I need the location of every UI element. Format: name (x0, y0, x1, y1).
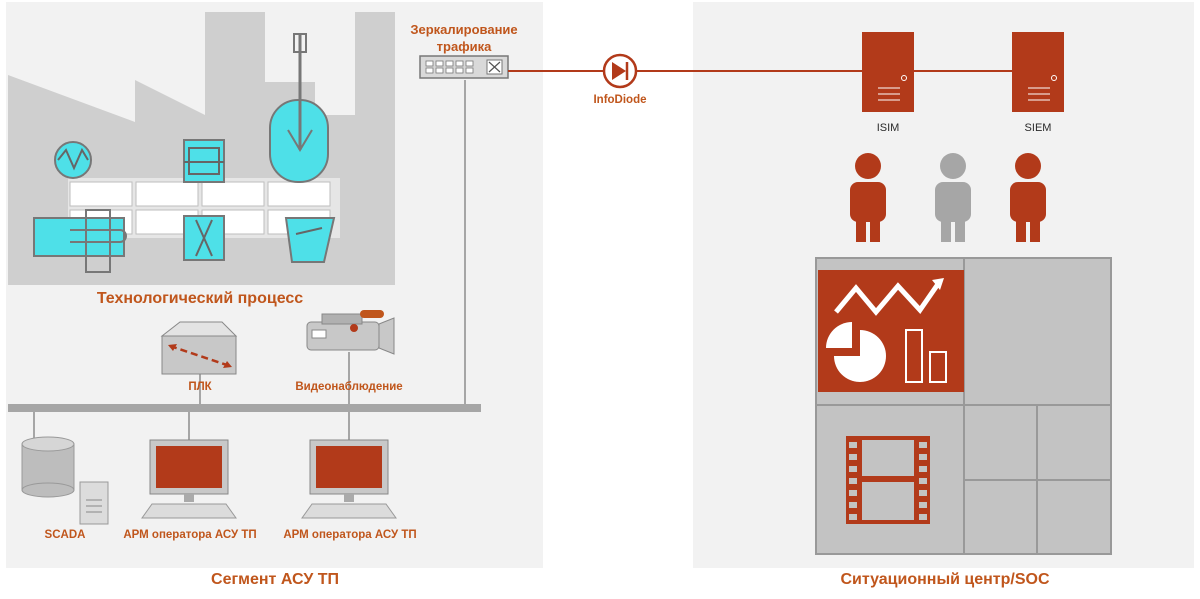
isim-label: ISIM (876, 122, 900, 134)
scada-database-icon (21, 436, 75, 498)
scada-server-icon (79, 481, 109, 525)
operator-workstation-1-icon (141, 439, 237, 519)
operator1-label: АРМ оператора АСУ ТП (123, 529, 257, 541)
siem-server-icon (1012, 32, 1064, 112)
heat-exchanger-icon (54, 141, 92, 179)
isim-server-icon (862, 32, 914, 112)
asu-tp-caption: Сегмент АСУ ТП (211, 571, 339, 588)
soc-caption: Ситуационный центр/SOC (840, 571, 1050, 588)
reactor-icon (269, 33, 329, 183)
scada-label: SCADA (44, 529, 86, 541)
video-film-icon (846, 436, 930, 524)
video-label: Видеонаблюдение (295, 381, 403, 393)
network-bus (8, 404, 481, 412)
infodiode-label: InfoDiode (593, 94, 647, 106)
mixer-icon (183, 215, 225, 261)
soc-operator-1-icon (850, 153, 886, 242)
filter-icon (183, 139, 225, 183)
network-switch-icon (419, 55, 509, 79)
process-label: Технологический процесс (96, 290, 304, 307)
analytics-screen-icon (818, 270, 964, 392)
operator2-label: АРМ оператора АСУ ТП (283, 529, 417, 541)
infodiode-icon (602, 53, 638, 89)
siem-label: SIEM (1024, 122, 1052, 134)
operator-workstation-2-icon (301, 439, 397, 519)
mirror-label: Зеркалирование трафика (410, 22, 518, 54)
soc-operator-3-icon (1010, 153, 1046, 242)
boiler-icon (33, 209, 127, 273)
plc-icon (160, 321, 238, 375)
soc-operator-2-icon (935, 153, 971, 242)
hopper-icon (284, 217, 336, 263)
plc-label: ПЛК (188, 381, 212, 393)
video-camera-icon (306, 310, 395, 355)
